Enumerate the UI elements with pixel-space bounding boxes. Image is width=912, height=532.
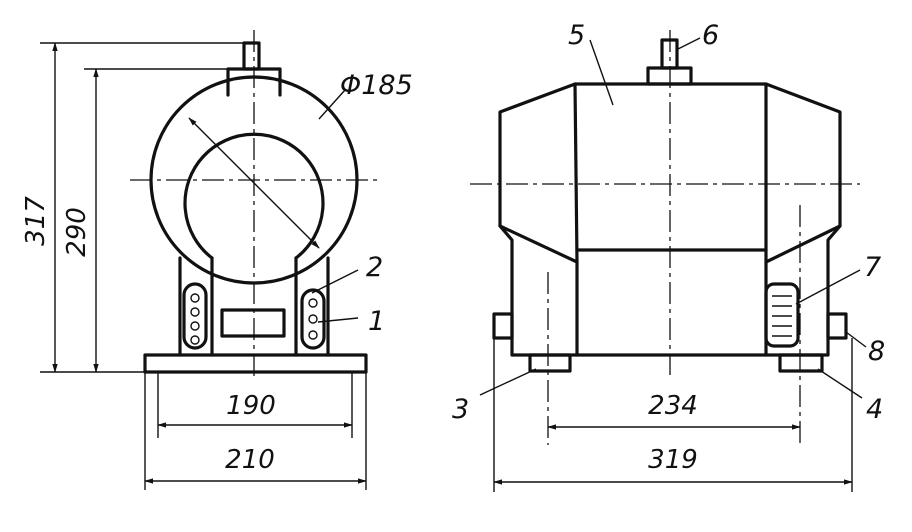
side-tab-left <box>492 312 514 340</box>
terminal-hole <box>308 314 318 324</box>
front-terminal-board-right <box>300 288 326 350</box>
front-terminal-stud <box>242 41 261 71</box>
side-foot-left <box>528 353 572 373</box>
callout-8-leader <box>845 331 867 348</box>
diameter-leader <box>318 89 346 120</box>
callout-1-leader <box>317 317 359 323</box>
terminal-hole <box>308 298 318 308</box>
dimension-319-label: 319 <box>648 445 698 475</box>
dimension-210-label: 210 <box>225 445 275 475</box>
terminal-block-ribs <box>772 295 792 337</box>
front-terminal-board-left <box>182 282 208 350</box>
side-foot-right <box>778 353 824 373</box>
dimension-290-label: 290 <box>62 207 92 257</box>
side-terminal-block <box>764 282 800 348</box>
terminal-hole <box>190 335 200 345</box>
callout-4-leader <box>817 368 863 399</box>
dimension-190-label: 190 <box>226 391 276 421</box>
callout-6: 6 <box>702 20 719 51</box>
side-tab-right <box>826 312 848 340</box>
callout-6-leader <box>675 37 701 51</box>
callout-7-leader <box>795 269 861 305</box>
callout-4: 4 <box>866 394 883 425</box>
terminal-hole <box>190 321 200 331</box>
terminal-hole <box>190 307 200 317</box>
callout-7: 7 <box>864 252 881 283</box>
callout-5: 5 <box>568 20 585 51</box>
diameter-label: Φ185 <box>340 70 413 101</box>
callout-3: 3 <box>452 394 469 425</box>
dimension-317-label: 317 <box>21 196 51 246</box>
callout-5-leader <box>589 39 614 106</box>
side-divider-left <box>573 82 579 264</box>
callout-2-leader <box>311 269 359 294</box>
diameter-arrow <box>188 117 320 249</box>
front-base-plate <box>143 353 368 374</box>
terminal-hole <box>308 330 318 340</box>
callout-8: 8 <box>868 336 885 367</box>
front-view: Φ185 317 290 190 210 1 2 <box>21 30 413 490</box>
callout-2: 2 <box>366 252 383 283</box>
terminal-hole <box>190 293 200 303</box>
front-nameplate <box>220 308 286 338</box>
dimension-234-label: 234 <box>648 391 698 421</box>
callout-1: 1 <box>368 306 385 337</box>
side-view: 234 319 5 6 7 8 3 4 <box>452 20 885 492</box>
callout-3-leader <box>479 368 537 396</box>
